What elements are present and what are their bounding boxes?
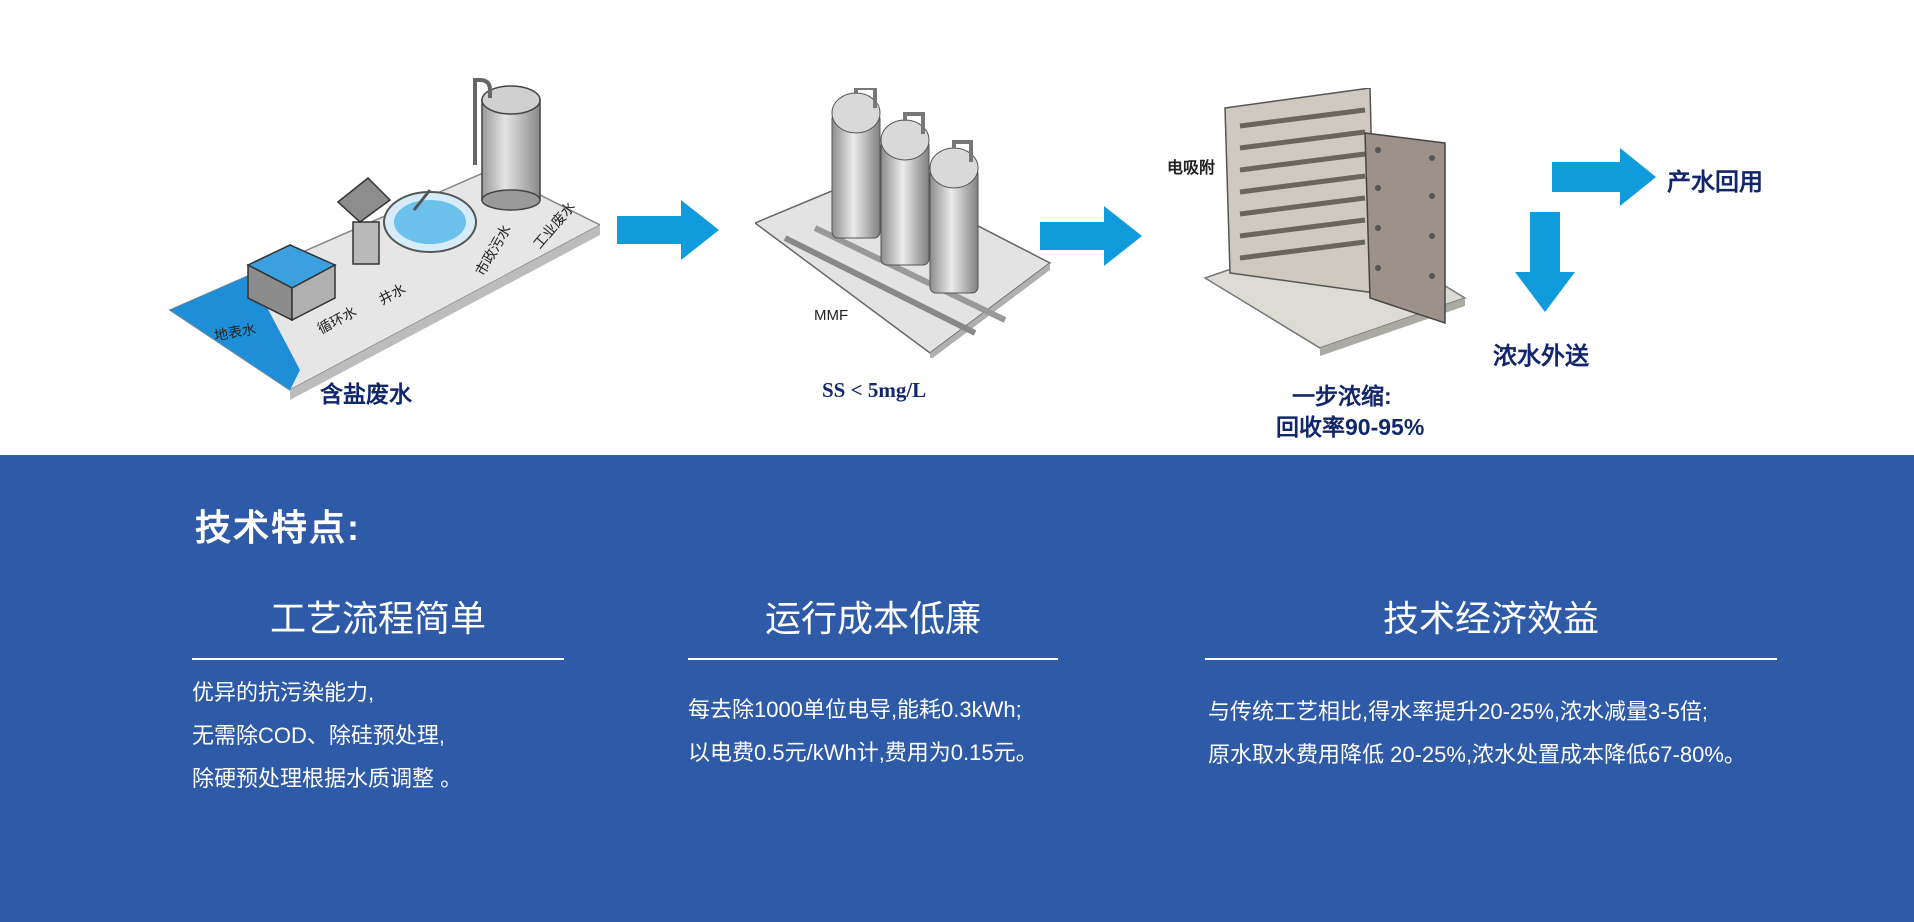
feature-line: 优异的抗污染能力, — [192, 680, 375, 705]
feature-line: 以电费0.5元/kWh计,费用为0.15元。 — [688, 740, 1038, 765]
concentrate-label: 浓水外送 — [1493, 343, 1589, 370]
feature-line: 与传统工艺相比,得水率提升20-25%,浓水减量3-5倍; — [1208, 699, 1708, 724]
feature-line: 除硬预处理根据水质调整 。 — [192, 766, 463, 791]
feature-divider — [1205, 658, 1777, 660]
feature-title-low-cost: 运行成本低廉 — [764, 598, 981, 639]
feature-text-economic-benefit: 与传统工艺相比,得水率提升20-25%,浓水减量3-5倍; 原水取水费用降低 2… — [1208, 690, 1746, 776]
product-water-arrow-icon — [1552, 148, 1656, 206]
flow-arrow-icon — [617, 200, 719, 260]
electrosorption-module-illustration — [1203, 88, 1467, 356]
feature-line: 原水取水费用降低 20-25%,浓水处置成本降低67-80%。 — [1208, 742, 1746, 767]
feature-divider — [192, 658, 564, 660]
mmf-filter-illustration — [755, 88, 1052, 358]
feature-title-economic-benefit: 技术经济效益 — [1382, 598, 1599, 639]
features-heading: 技术特点: — [195, 507, 361, 548]
concentrate-arrow-icon — [1515, 212, 1575, 312]
electrosorption-label: 电吸附 — [1167, 160, 1216, 177]
process-diagram: 地表水 循环水 井水 市政污水 工业废水 含盐废水 MMF SS < — [0, 0, 1914, 455]
stage3-caption-line1: 一步浓缩: — [1292, 383, 1392, 409]
product-water-label: 产水回用 — [1667, 169, 1763, 196]
wastewater-sources-illustration — [168, 78, 600, 400]
feature-title-simple-process: 工艺流程简单 — [269, 598, 486, 639]
feature-text-low-cost: 每去除1000单位电导,能耗0.3kWh; 以电费0.5元/kWh计,费用为0.… — [688, 688, 1038, 774]
feature-text-simple-process: 优异的抗污染能力, 无需除COD、除硅预处理, 除硬预处理根据水质调整 。 — [192, 671, 462, 800]
feature-divider — [688, 658, 1058, 660]
mmf-label: MMF — [814, 307, 849, 324]
feature-line: 每去除1000单位电导,能耗0.3kWh; — [688, 697, 1022, 722]
stage2-caption: SS < 5mg/L — [822, 378, 927, 402]
feature-line: 无需除COD、除硅预处理, — [192, 723, 446, 748]
features-panel: 技术特点: 工艺流程简单 优异的抗污染能力, 无需除COD、除硅预处理, 除硬预… — [0, 455, 1914, 922]
flow-arrow-icon — [1040, 206, 1142, 266]
stage3-caption-line2: 回收率90-95% — [1276, 414, 1425, 440]
stage1-caption: 含盐废水 — [320, 381, 412, 407]
